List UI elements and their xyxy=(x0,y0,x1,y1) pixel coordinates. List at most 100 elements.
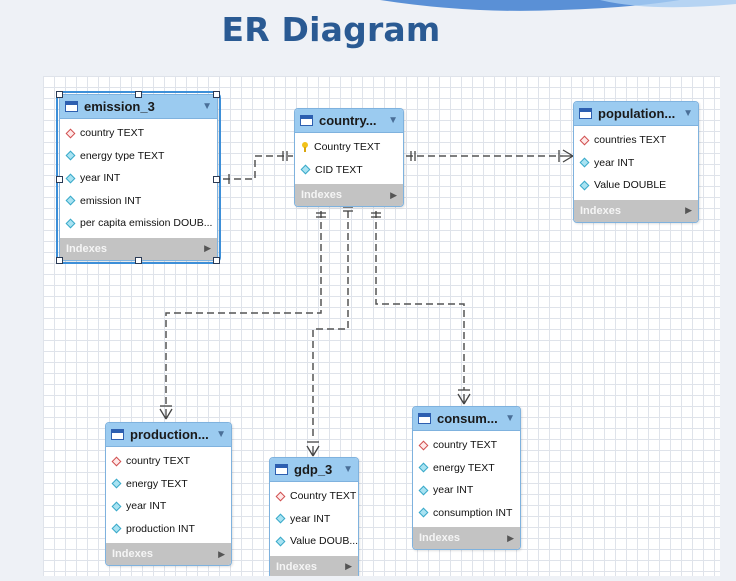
table-name: country... xyxy=(319,113,377,128)
table-header[interactable]: population... ▼ xyxy=(574,102,698,126)
relationship-lines xyxy=(159,149,574,457)
column-icon xyxy=(300,164,311,175)
table-icon xyxy=(111,429,124,440)
foreign-key-icon xyxy=(275,491,286,502)
indexes-label: Indexes xyxy=(112,548,153,560)
column-icon xyxy=(579,180,590,191)
column-row[interactable]: Country TEXT xyxy=(270,485,358,508)
column-row[interactable]: year INT xyxy=(106,495,231,518)
column-icon xyxy=(418,507,429,518)
column-row[interactable]: Value DOUB... xyxy=(270,530,358,553)
table-header[interactable]: country... ▼ xyxy=(295,109,403,133)
chevron-down-icon[interactable]: ▼ xyxy=(216,429,226,440)
table-consumption[interactable]: consum... ▼ country TEXT energy TEXT yea… xyxy=(412,406,521,550)
column-icon xyxy=(111,478,122,489)
foreign-key-icon xyxy=(111,456,122,467)
table-population[interactable]: population... ▼ countries TEXT year INT … xyxy=(573,101,699,223)
indexes-section[interactable]: Indexes ▶ xyxy=(270,555,358,576)
table-emission-3[interactable]: emission_3 ▼ country TEXT energy type TE… xyxy=(56,91,221,264)
column-icon xyxy=(65,218,76,229)
resize-handle[interactable] xyxy=(135,91,142,98)
indexes-label: Indexes xyxy=(301,189,342,201)
column-row[interactable]: energy TEXT xyxy=(106,473,231,496)
indexes-label: Indexes xyxy=(66,242,107,255)
column-row[interactable]: year INT xyxy=(270,508,358,531)
table-header[interactable]: emission_3 ▼ xyxy=(60,95,217,119)
expand-arrow-icon[interactable]: ▶ xyxy=(204,243,211,253)
table-icon xyxy=(579,108,592,119)
table-name: consum... xyxy=(437,411,498,426)
column-icon xyxy=(275,513,286,524)
table-country[interactable]: country... ▼ Country TEXT CID TEXT Index… xyxy=(294,108,404,207)
foreign-key-icon xyxy=(65,128,76,139)
chevron-down-icon[interactable]: ▼ xyxy=(388,115,398,126)
foreign-key-icon xyxy=(579,135,590,146)
expand-arrow-icon[interactable]: ▶ xyxy=(218,548,225,559)
column-row[interactable]: CID TEXT xyxy=(295,159,403,182)
table-production[interactable]: production... ▼ country TEXT energy TEXT… xyxy=(105,422,232,566)
column-icon xyxy=(65,150,76,161)
resize-handle[interactable] xyxy=(213,91,220,98)
resize-handle[interactable] xyxy=(56,176,63,183)
chevron-down-icon[interactable]: ▼ xyxy=(683,108,693,119)
column-row[interactable]: country TEXT xyxy=(413,434,520,457)
rel-country-consumption xyxy=(375,211,465,390)
rel-country-gdp xyxy=(312,211,349,438)
column-row[interactable]: consumption INT xyxy=(413,502,520,525)
indexes-section[interactable]: Indexes ▶ xyxy=(413,527,520,549)
column-row[interactable]: year INT xyxy=(60,167,217,190)
column-row[interactable]: countries TEXT xyxy=(574,129,698,152)
indexes-section[interactable]: Indexes ▶ xyxy=(60,237,217,260)
table-icon xyxy=(418,413,431,424)
column-row[interactable]: energy TEXT xyxy=(413,457,520,480)
page-title: ER Diagram xyxy=(221,10,441,49)
foreign-key-icon xyxy=(418,440,429,451)
table-name: gdp_3 xyxy=(294,462,333,477)
resize-handle[interactable] xyxy=(56,257,63,264)
table-header[interactable]: gdp_3 ▼ xyxy=(270,458,358,482)
table-gdp-3[interactable]: gdp_3 ▼ Country TEXT year INT Value DOUB… xyxy=(269,457,359,576)
column-row[interactable]: country TEXT xyxy=(60,122,217,145)
indexes-label: Indexes xyxy=(276,560,317,573)
table-header[interactable]: production... ▼ xyxy=(106,423,231,447)
chevron-down-icon[interactable]: ▼ xyxy=(343,464,353,475)
column-row[interactable]: country TEXT xyxy=(106,450,231,473)
resize-handle[interactable] xyxy=(135,257,142,264)
column-icon xyxy=(579,157,590,168)
column-row[interactable]: emission INT xyxy=(60,190,217,213)
expand-arrow-icon[interactable]: ▶ xyxy=(345,561,352,571)
resize-handle[interactable] xyxy=(213,176,220,183)
expand-arrow-icon[interactable]: ▶ xyxy=(390,189,397,200)
table-icon xyxy=(65,101,78,112)
expand-arrow-icon[interactable]: ▶ xyxy=(507,532,514,543)
indexes-section[interactable]: Indexes ▶ xyxy=(574,199,698,222)
column-icon xyxy=(65,173,76,184)
resize-handle[interactable] xyxy=(213,257,220,264)
indexes-section[interactable]: Indexes ▶ xyxy=(295,184,403,206)
column-row[interactable]: year INT xyxy=(413,479,520,502)
column-icon xyxy=(418,462,429,473)
table-name: population... xyxy=(598,106,676,121)
column-row[interactable]: energy type TEXT xyxy=(60,145,217,168)
column-icon xyxy=(65,195,76,206)
column-row[interactable]: per capita emission DOUB... xyxy=(60,212,217,235)
column-icon xyxy=(111,523,122,534)
chevron-down-icon[interactable]: ▼ xyxy=(505,413,515,424)
background-wave xyxy=(380,0,736,11)
column-row[interactable]: Value DOUBLE xyxy=(574,174,698,197)
diagram-canvas[interactable]: emission_3 ▼ country TEXT energy type TE… xyxy=(43,76,720,576)
table-icon xyxy=(275,464,288,475)
rel-country-production xyxy=(165,211,322,406)
column-row[interactable]: year INT xyxy=(574,152,698,175)
table-header[interactable]: consum... ▼ xyxy=(413,407,520,431)
resize-handle[interactable] xyxy=(56,91,63,98)
table-icon xyxy=(300,115,313,126)
expand-arrow-icon[interactable]: ▶ xyxy=(685,205,692,215)
primary-key-icon xyxy=(302,142,308,153)
column-row[interactable]: production INT xyxy=(106,518,231,541)
indexes-section[interactable]: Indexes ▶ xyxy=(106,543,231,565)
column-row[interactable]: Country TEXT xyxy=(295,136,403,159)
chevron-down-icon[interactable]: ▼ xyxy=(202,101,212,112)
rel-emission-country xyxy=(223,155,293,180)
column-icon xyxy=(111,501,122,512)
